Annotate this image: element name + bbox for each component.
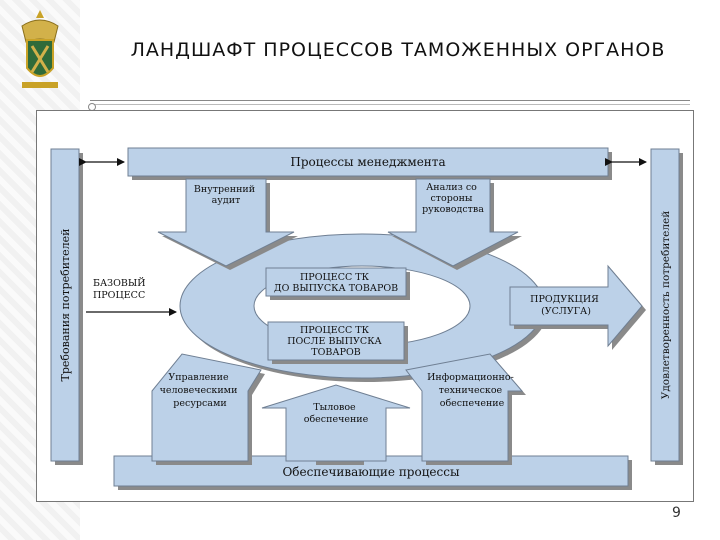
customer-satisfaction-label: Удовлетворенность потребителей bbox=[660, 211, 672, 400]
post-release-process-label: ПРОЦЕСС ТК ПОСЛЕ ВЫПУСКА ТОВАРОВ bbox=[287, 325, 385, 358]
post-release-process-box: ПРОЦЕСС ТК ПОСЛЕ ВЫПУСКА ТОВАРОВ bbox=[267, 321, 408, 364]
process-landscape-diagram: Требования потребителей Удовлетворенност… bbox=[50, 147, 683, 490]
pre-release-process-box: ПРОЦЕСС ТК ДО ВЫПУСКА ТОВАРОВ bbox=[265, 267, 410, 300]
it-support-label: Информационно- техническое обеспечение bbox=[427, 372, 517, 409]
hr-management-arrow: Управление человеческими ресурсами bbox=[151, 353, 265, 465]
rear-support-label: Тыловое обеспечение bbox=[304, 402, 369, 425]
rear-support-arrow: Тыловое обеспечение bbox=[261, 384, 411, 465]
hr-management-label: Управление человеческими ресурсами bbox=[160, 372, 241, 409]
title-divider-secondary bbox=[90, 104, 690, 105]
it-support-arrow: Информационно- техническое обеспечение bbox=[405, 353, 526, 465]
page-number: 9 bbox=[672, 505, 681, 521]
management-analysis-arrow: Анализ со стороны руководства bbox=[387, 178, 522, 270]
management-processes-bar: Процессы менеджмента bbox=[127, 147, 612, 180]
supporting-processes-label: Обеспечивающие процессы bbox=[282, 465, 460, 479]
customer-requirements-label: Требования потребителей bbox=[59, 229, 72, 382]
product-output-arrow: ПРОДУКЦИЯ (УСЛУГА) bbox=[509, 264, 646, 350]
base-process-label: БАЗОВЫЙ ПРОЦЕСС bbox=[93, 277, 149, 301]
emblem-icon bbox=[21, 10, 59, 88]
management-analysis-label: Анализ со стороны руководства bbox=[422, 182, 484, 215]
page-title: ЛАНДШАФТ ПРОЦЕССОВ ТАМОЖЕННЫХ ОРГАНОВ bbox=[130, 39, 666, 61]
internal-audit-arrow: Внутренний аудит bbox=[157, 178, 298, 270]
internal-audit-label: Внутренний аудит bbox=[194, 184, 258, 206]
management-processes-label: Процессы менеджмента bbox=[290, 155, 445, 169]
title-divider bbox=[90, 100, 690, 101]
customer-satisfaction-bar: Удовлетворенность потребителей bbox=[650, 148, 683, 465]
product-label: ПРОДУКЦИЯ (УСЛУГА) bbox=[530, 294, 602, 317]
customer-requirements-bar: Требования потребителей bbox=[50, 148, 83, 465]
pre-release-process-label: ПРОЦЕСС ТК ДО ВЫПУСКА ТОВАРОВ bbox=[274, 272, 398, 294]
